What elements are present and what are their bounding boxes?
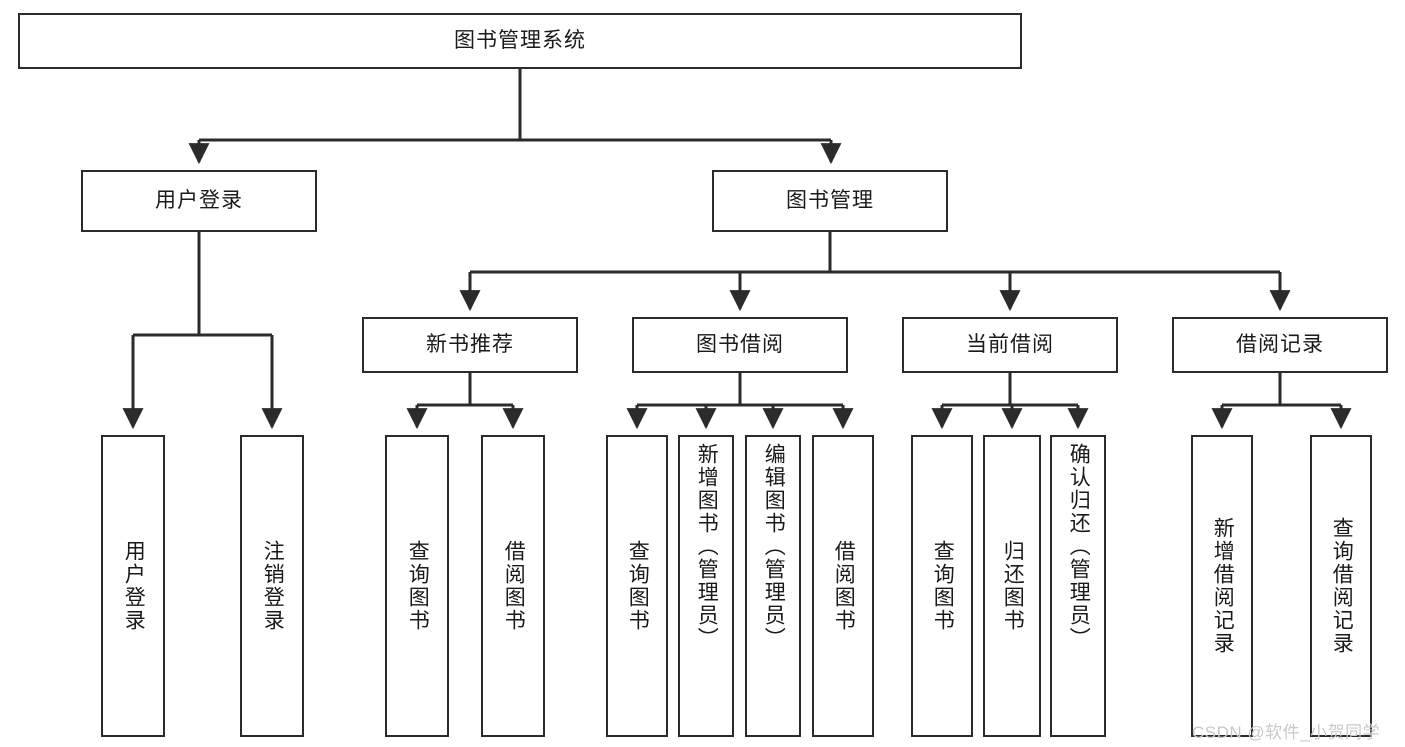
node-book-manage[interactable]: 图书管理 [712,170,948,232]
leaf-confirm-return-admin-label: 确认归还（管理员） [1067,443,1091,650]
leaf-add-book-admin[interactable]: 新增图书（管理员） [678,435,734,737]
leaf-edit-book-admin-label: 编辑图书（管理员） [762,443,786,650]
leaf-logout-login-label: 注销登录 [261,540,285,632]
node-root[interactable]: 图书管理系统 [18,13,1022,69]
node-book-borrow-label: 图书借阅 [696,332,784,356]
node-book-borrow[interactable]: 图书借阅 [632,317,848,373]
leaf-borrow-book-2-label: 借阅图书 [832,540,856,632]
leaf-logout-login[interactable]: 注销登录 [240,435,304,737]
leaf-user-login-label: 用户登录 [122,540,146,632]
leaf-edit-book-admin[interactable]: 编辑图书（管理员） [745,435,801,737]
leaf-add-borrow-record-label: 新增借阅记录 [1211,517,1235,655]
leaf-add-borrow-record[interactable]: 新增借阅记录 [1191,435,1253,737]
leaf-borrow-book-1-label: 借阅图书 [502,540,526,632]
leaf-query-book-2[interactable]: 查询图书 [606,435,668,737]
leaf-confirm-return-admin[interactable]: 确认归还（管理员） [1050,435,1106,737]
node-borrow-record-label: 借阅记录 [1236,332,1324,356]
leaf-query-borrow-record-label: 查询借阅记录 [1330,517,1354,655]
leaf-return-book[interactable]: 归还图书 [983,435,1041,737]
leaf-query-book-3[interactable]: 查询图书 [911,435,973,737]
leaf-user-login[interactable]: 用户登录 [101,435,165,737]
node-new-book-recommend[interactable]: 新书推荐 [362,317,578,373]
node-user-login[interactable]: 用户登录 [81,170,317,232]
node-current-borrow[interactable]: 当前借阅 [902,317,1118,373]
leaf-query-book-3-label: 查询图书 [931,540,955,632]
leaf-query-book-1[interactable]: 查询图书 [385,435,449,737]
node-borrow-record[interactable]: 借阅记录 [1172,317,1388,373]
csdn-watermark: CSDN @软件_小贺同学 [1192,723,1381,742]
leaf-query-book-2-label: 查询图书 [626,540,650,632]
node-current-borrow-label: 当前借阅 [966,332,1054,356]
leaf-query-book-1-label: 查询图书 [406,540,430,632]
node-new-book-recommend-label: 新书推荐 [426,332,514,356]
leaf-return-book-label: 归还图书 [1001,540,1025,632]
node-user-login-label: 用户登录 [155,188,243,212]
leaf-borrow-book-1[interactable]: 借阅图书 [481,435,545,737]
leaf-add-book-admin-label: 新增图书（管理员） [695,443,719,650]
node-root-label: 图书管理系统 [454,28,586,52]
leaf-borrow-book-2[interactable]: 借阅图书 [812,435,874,737]
node-book-manage-label: 图书管理 [786,188,874,212]
leaf-query-borrow-record[interactable]: 查询借阅记录 [1310,435,1372,737]
